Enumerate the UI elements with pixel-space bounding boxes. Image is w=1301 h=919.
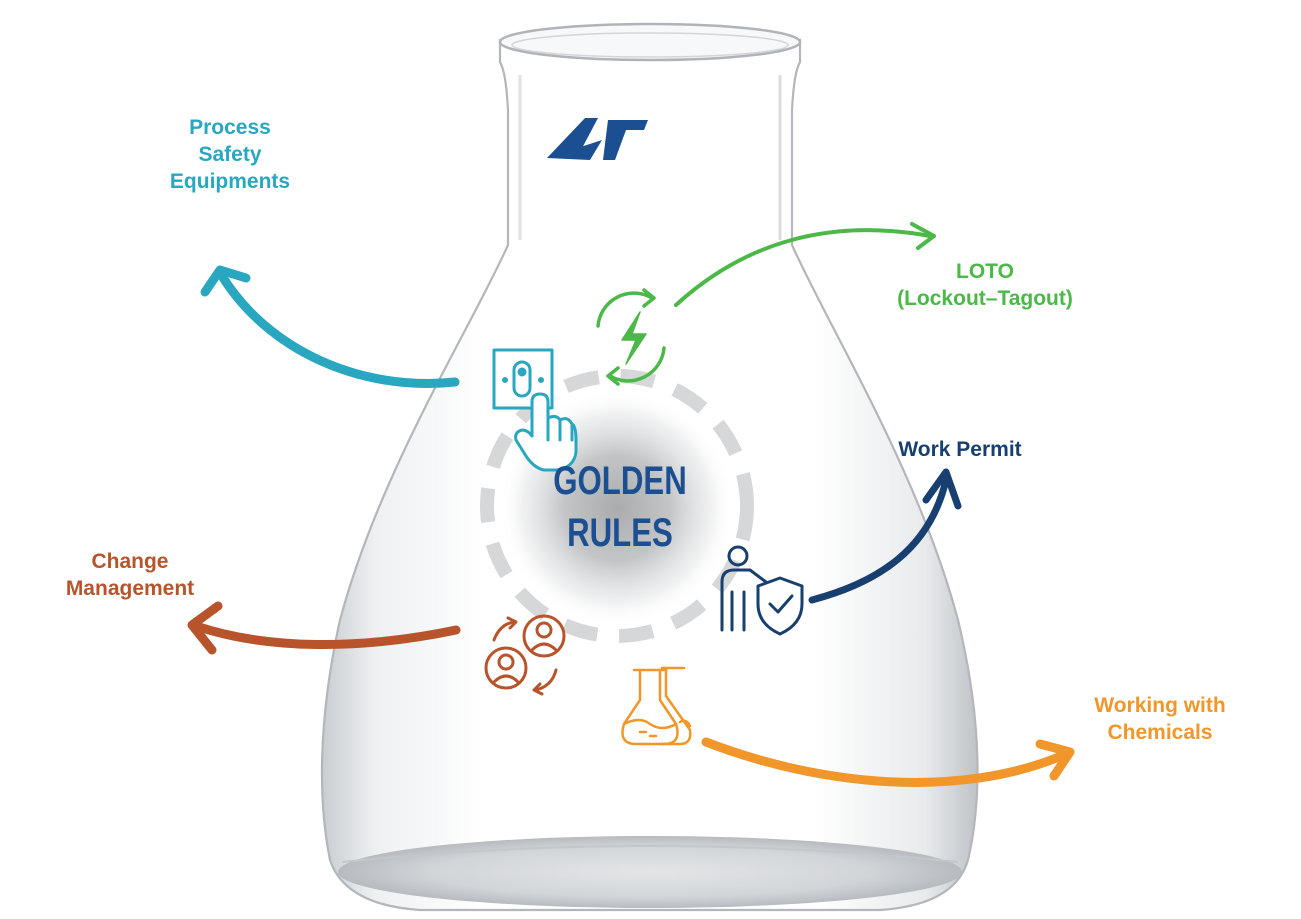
label-change-management: Change Management (30, 548, 230, 602)
arrowhead-process-safety (200, 265, 251, 297)
arrowhead-change-management (187, 601, 223, 655)
label-chemicals-line2: Chemicals (1107, 721, 1213, 744)
arrow-chemicals (701, 737, 1071, 787)
arrowhead-work-permit (922, 468, 962, 510)
arrow-loto (674, 228, 932, 307)
power-cycle-icon (596, 288, 666, 386)
golden-rules-title-line1: GOLDEN (553, 459, 687, 503)
flasks-icon (621, 666, 692, 746)
label-loto: LOTO (Lockout–Tagout) (855, 258, 1115, 312)
switch-hand-icon (492, 348, 578, 472)
label-loto-line1: LOTO (956, 260, 1014, 283)
person-shield-icon (720, 545, 804, 636)
flask-base (338, 836, 962, 908)
label-process-safety-line3: Equipments (169, 170, 291, 193)
label-process-safety-line2: Safety (198, 143, 262, 166)
label-chemicals: Working with Chemicals (1060, 692, 1260, 746)
golden-rules-title: GOLDEN RULES (542, 455, 698, 559)
arrowhead-chemicals (1035, 739, 1075, 781)
flask-rim-inner (511, 32, 789, 58)
label-work-permit: Work Permit (850, 436, 1070, 463)
label-process-safety: Process Safety Equipments (140, 114, 320, 195)
people-exchange-icon (484, 614, 566, 696)
label-work-permit-line1: Work Permit (898, 438, 1022, 461)
label-loto-line2: (Lockout–Tagout) (897, 287, 1073, 310)
flask-rim (498, 22, 802, 62)
arrow-work-permit (808, 476, 950, 604)
dashed-ring (480, 369, 754, 643)
arrowhead-loto (910, 222, 936, 250)
arrow-change-management (191, 621, 461, 650)
flask-base-edge (341, 845, 959, 863)
golden-rules-title-line2: RULES (567, 511, 673, 555)
arrow-process-safety (217, 271, 460, 388)
label-process-safety-line1: Process (189, 116, 271, 139)
label-change-management-line1: Change (91, 550, 169, 573)
ac-logo-icon (547, 118, 648, 160)
label-change-management-line2: Management (65, 577, 195, 600)
label-chemicals-line1: Working with (1094, 694, 1226, 717)
